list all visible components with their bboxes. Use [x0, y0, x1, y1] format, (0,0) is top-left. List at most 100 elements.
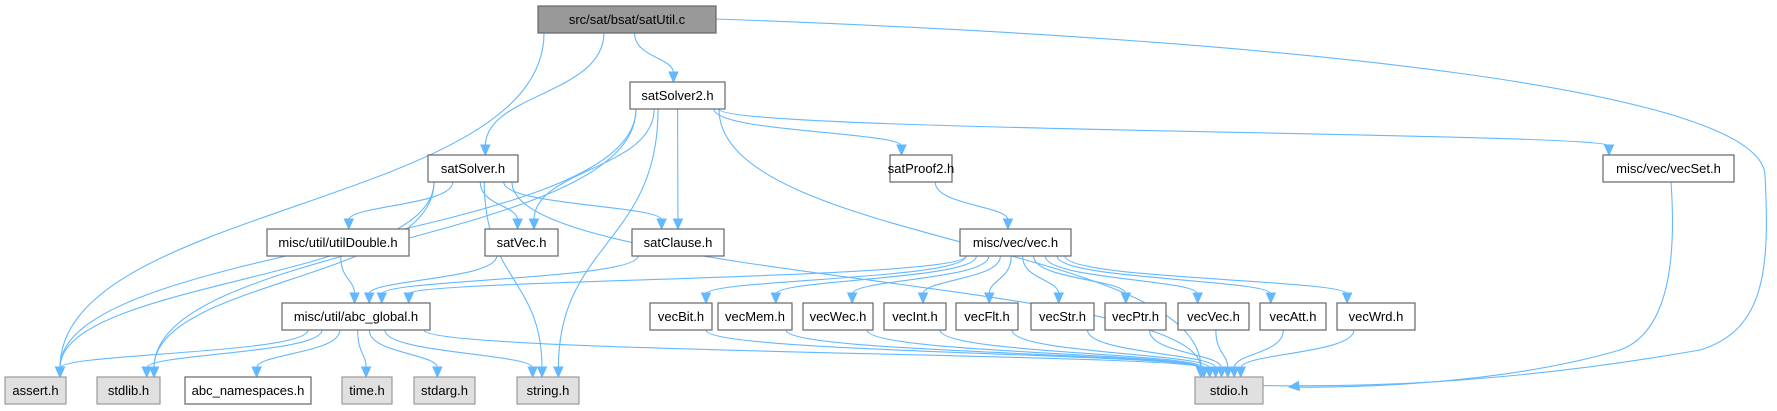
node-utilDouble[interactable]: misc/util/utilDouble.h — [266, 228, 410, 257]
node-assert[interactable]: assert.h — [4, 376, 67, 405]
arrowhead-icon — [1192, 292, 1203, 305]
node-label: vecFlt.h — [964, 309, 1010, 324]
node-vecMem[interactable]: vecMem.h — [717, 302, 793, 331]
node-abc_global[interactable]: misc/util/abc_global.h — [281, 302, 431, 331]
node-box[interactable] — [959, 228, 1072, 257]
node-time[interactable]: time.h — [341, 376, 393, 405]
arrowhead-icon — [148, 366, 160, 379]
node-vecAtt[interactable]: vecAtt.h — [1259, 302, 1327, 331]
node-string[interactable]: string.h — [516, 376, 580, 405]
node-vec[interactable]: misc/vec/vec.h — [959, 228, 1072, 257]
node-box[interactable] — [281, 302, 431, 331]
edge-line — [153, 181, 435, 369]
edge-satUtil-to-satSolver — [480, 32, 605, 157]
node-box[interactable] — [537, 5, 717, 34]
node-stdio[interactable]: stdio.h — [1194, 376, 1264, 405]
edge-line — [256, 329, 341, 369]
node-vecBit[interactable]: vecBit.h — [649, 302, 713, 331]
node-label: stdlib.h — [108, 383, 149, 398]
node-label: stdio.h — [1210, 383, 1248, 398]
edge-satSolver2-to-vecSet — [718, 108, 1615, 157]
node-box[interactable] — [413, 376, 476, 405]
arrowhead-icon — [1120, 292, 1132, 305]
edge-satClause-to-abc_global — [376, 255, 639, 305]
node-box[interactable] — [1177, 302, 1250, 331]
edge-vecWrd-to-stdio — [1235, 329, 1355, 379]
node-satSolver[interactable]: satSolver.h — [427, 154, 519, 183]
edge-line — [1032, 255, 1127, 295]
edge-satSolver-to-assert — [54, 181, 435, 379]
node-box[interactable] — [717, 302, 793, 331]
node-box[interactable] — [96, 376, 161, 405]
node-box[interactable] — [883, 302, 947, 331]
node-satUtil[interactable]: src/sat/bsat/satUtil.c — [537, 5, 717, 34]
arrowhead-icon — [668, 71, 679, 84]
node-vecStr[interactable]: vecStr.h — [1030, 302, 1095, 331]
node-box[interactable] — [516, 376, 580, 405]
edge-line — [939, 329, 1205, 369]
edge-vecFlt-to-stdio — [1011, 329, 1215, 379]
node-box[interactable] — [955, 302, 1019, 331]
arrowhead-icon — [528, 218, 540, 231]
node-box[interactable] — [4, 376, 67, 405]
edge-line — [384, 329, 534, 369]
node-box[interactable] — [631, 228, 725, 257]
node-box[interactable] — [1030, 302, 1095, 331]
node-vecInt[interactable]: vecInt.h — [883, 302, 947, 331]
node-vecWec[interactable]: vecWec.h — [802, 302, 874, 331]
node-label: string.h — [527, 383, 570, 398]
edge-vecWec-to-stdio — [866, 329, 1207, 379]
edge-line — [1044, 255, 1199, 295]
edge-line — [59, 181, 435, 369]
node-stdarg[interactable]: stdarg.h — [413, 376, 476, 405]
node-box[interactable] — [427, 154, 519, 183]
edge-line — [408, 255, 967, 295]
node-box[interactable] — [1602, 154, 1735, 183]
edge-vec-to-vecInt — [917, 255, 1001, 305]
edge-line — [368, 255, 498, 295]
node-vecFlt[interactable]: vecFlt.h — [955, 302, 1019, 331]
node-box[interactable] — [1336, 302, 1416, 331]
edge-line — [1064, 255, 1348, 295]
arrowhead-icon — [1341, 292, 1353, 305]
node-label: satSolver.h — [441, 161, 505, 176]
edge-line — [1233, 329, 1284, 369]
node-satProof2[interactable]: satProof2.h — [888, 154, 955, 183]
arrowhead-icon — [1002, 218, 1014, 231]
node-box[interactable] — [649, 302, 713, 331]
node-vecVec[interactable]: vecVec.h — [1177, 302, 1250, 331]
node-box[interactable] — [629, 81, 726, 110]
node-box[interactable] — [889, 154, 953, 183]
edge-line — [713, 108, 903, 147]
edge-vec-to-vecAtt — [1056, 255, 1277, 305]
arrowhead-icon — [54, 366, 66, 379]
edge-abc_global-to-string — [384, 329, 538, 379]
node-label: vecPtr.h — [1112, 309, 1159, 324]
node-box[interactable] — [802, 302, 874, 331]
edge-abc_global-to-abc_namespaces — [251, 329, 341, 379]
node-vecSet[interactable]: misc/vec/vecSet.h — [1602, 154, 1735, 183]
node-stdlib[interactable]: stdlib.h — [96, 376, 161, 405]
node-box[interactable] — [1194, 376, 1264, 405]
node-satVec[interactable]: satVec.h — [484, 228, 559, 257]
node-abc_namespaces[interactable]: abc_namespaces.h — [184, 376, 312, 405]
edge-line — [59, 32, 545, 369]
node-box[interactable] — [184, 376, 312, 405]
node-box[interactable] — [484, 228, 559, 257]
arrowhead-icon — [1228, 366, 1240, 379]
node-box[interactable] — [1259, 302, 1327, 331]
node-box[interactable] — [266, 228, 410, 257]
node-vecPtr[interactable]: vecPtr.h — [1104, 302, 1167, 331]
arrowhead-icon — [536, 366, 548, 379]
edge-line — [511, 181, 1202, 369]
node-box[interactable] — [1104, 302, 1167, 331]
edge-line — [146, 329, 323, 369]
edge-vecAtt-to-stdio — [1228, 329, 1284, 379]
node-label: vecBit.h — [658, 309, 704, 324]
edge-line — [1011, 329, 1211, 369]
node-satClause[interactable]: satClause.h — [631, 228, 725, 257]
node-vecWrd[interactable]: vecWrd.h — [1336, 302, 1416, 331]
arrowhead-icon — [984, 292, 995, 305]
node-satSolver2[interactable]: satSolver2.h — [629, 81, 726, 110]
node-box[interactable] — [341, 376, 393, 405]
